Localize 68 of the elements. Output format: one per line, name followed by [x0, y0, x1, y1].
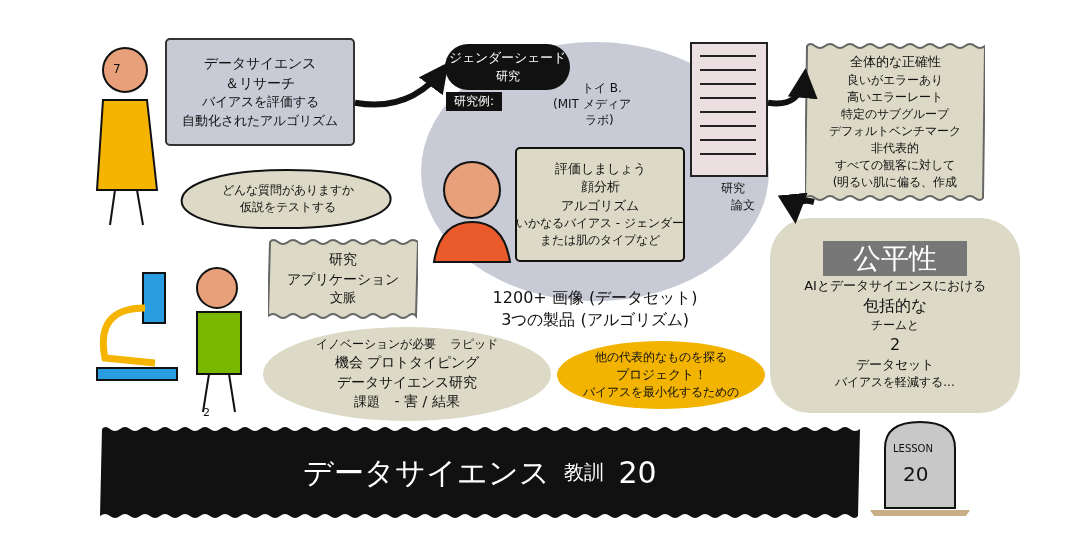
- panel-text: 文脈: [330, 290, 356, 307]
- panel-text: 公平性: [823, 240, 967, 276]
- panel-text: 評価しましょう: [554, 161, 646, 178]
- panel-text: データセット: [856, 357, 934, 374]
- panel-text: バイアスを軽減する...: [835, 375, 955, 391]
- panel-text: データサイエンス: [204, 55, 316, 73]
- checklist-panel: [805, 42, 985, 202]
- label-text: 20: [903, 462, 929, 486]
- panel-text: デフォルトベンチマーク: [829, 123, 961, 139]
- panel-text: プロジェクト！: [615, 366, 707, 384]
- label-text: ラボ): [585, 112, 614, 129]
- arrow: [778, 193, 815, 224]
- panel-text: 機会 プロトタイピング: [334, 354, 480, 372]
- panel-text: データサイエンス研究: [337, 373, 477, 392]
- panel-text: 仮説をテストする: [239, 200, 336, 215]
- panel-text: イノベーションが必要: [316, 337, 436, 353]
- panel-text: (明るい肌に偏る、作成: [832, 174, 958, 190]
- panel-text: ＆リサーチ: [225, 74, 295, 93]
- panel-text: ラピッド: [450, 337, 498, 353]
- panel-text: 研究: [495, 68, 520, 84]
- panel-text: 課題: [354, 393, 381, 411]
- panel-text: 研究: [329, 251, 357, 269]
- panel-text: 特定のサブグループ: [841, 106, 949, 122]
- speech-box: [515, 147, 685, 262]
- panel-text: いかなるバイアス - ジェンダー: [516, 215, 684, 231]
- oval-panel: [420, 42, 770, 330]
- label-text: (MIT メディア: [553, 96, 631, 113]
- label-text: LESSON: [893, 443, 933, 454]
- panel-text: 他の代表的なものを探る: [595, 349, 727, 365]
- tag-label: 研究例:: [446, 92, 503, 111]
- panel-text: 顔分析: [580, 179, 620, 196]
- panel-text: アプリケーション: [287, 270, 399, 289]
- panel-text: チームと: [871, 318, 919, 333]
- project-ellipse: [556, 340, 766, 410]
- panel-text: バイアスを最小化するための: [583, 385, 739, 401]
- label-text: 7: [113, 62, 121, 76]
- label-text: トイ B.: [582, 80, 622, 97]
- arrow: [354, 62, 449, 108]
- panel-text: 3つの製品 (アルゴリズム): [501, 310, 689, 330]
- panel-text: アルゴリズム: [561, 197, 639, 214]
- wavy-panel: [268, 238, 418, 320]
- panel-text: 高いエラーレート: [847, 89, 943, 105]
- label-text: 2: [203, 406, 210, 419]
- panel-text: バイアスを評価する: [201, 94, 319, 111]
- panel-text: どんな質問がありますか: [221, 183, 354, 198]
- panel-text: すべての観客に対して: [835, 157, 955, 173]
- arrow: [767, 68, 817, 107]
- panel-text: 20: [618, 453, 657, 492]
- panel-text: 自動化されたアルゴリズム: [182, 112, 338, 129]
- panel-text: 2: [889, 335, 901, 355]
- note-panel: [165, 38, 355, 146]
- panel-text: データサイエンス: [303, 453, 551, 492]
- panel-text: AIとデータサイエンスにおける: [804, 277, 986, 294]
- panel-text: 1200+ 画像 (データセット): [492, 288, 698, 308]
- oval-panel: [262, 326, 552, 422]
- caption-text: 研究: [721, 181, 746, 196]
- panel-text: または肌のタイプなど: [540, 232, 660, 248]
- title-banner: [100, 425, 860, 520]
- panel-text: 良いがエラーあり: [847, 72, 943, 88]
- cloud-shape: [445, 44, 570, 90]
- panel-text: 包括的な: [863, 296, 927, 316]
- panel-text: 非代表的: [871, 140, 919, 156]
- fairness-panel: [770, 218, 1020, 413]
- panel-text: 全体的な正確性: [849, 54, 941, 71]
- panel-text: - 害 / 結果: [394, 393, 460, 411]
- panel-text: 教訓: [564, 460, 605, 485]
- panel-text: ジェンダーシェード: [449, 50, 566, 67]
- caption-text: 論文: [731, 198, 756, 213]
